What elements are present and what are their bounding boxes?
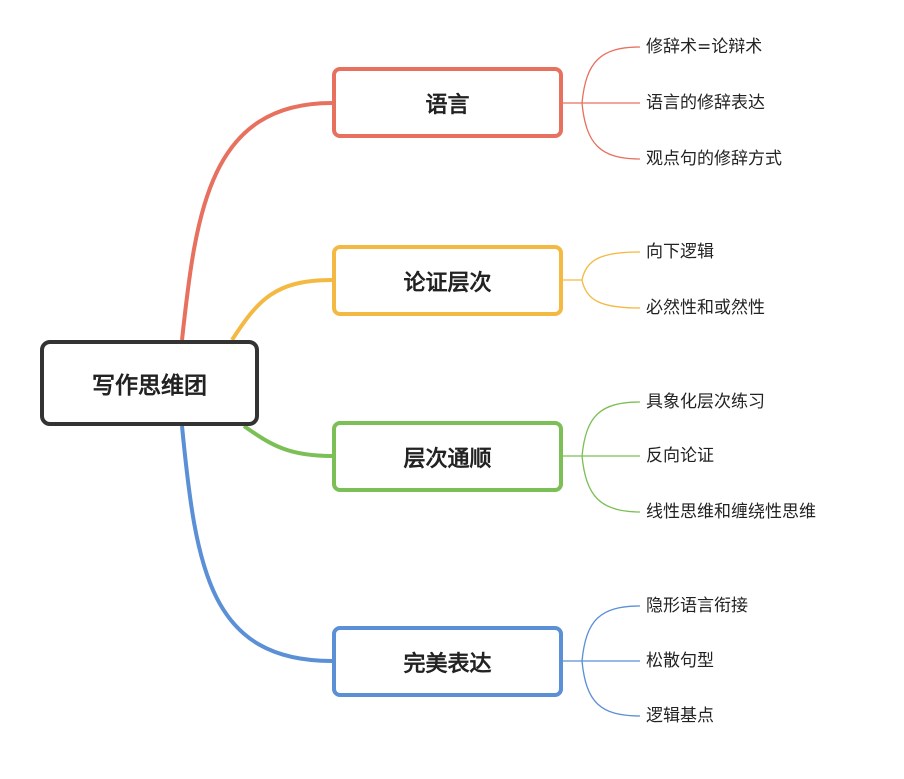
leaf-node[interactable]: 观点句的修辞方式 xyxy=(646,149,782,169)
leaf-node[interactable]: 具象化层次练习 xyxy=(646,392,765,412)
branch-leaf-connectors-4 xyxy=(563,605,641,717)
root-branch-connector-3 xyxy=(242,424,333,458)
branch-node-label: 层次通顺 xyxy=(403,446,492,472)
leaf-node[interactable]: 修辞术=论辩术 xyxy=(646,37,763,57)
branch-node-yuyan[interactable]: 语言 xyxy=(332,67,563,138)
branch-leaf-connectors-2 xyxy=(563,251,641,309)
leaf-node[interactable]: 语言的修辞表达 xyxy=(646,93,765,113)
branch-node-cengci-tongshun[interactable]: 层次通顺 xyxy=(332,421,563,492)
leaf-node[interactable]: 松散句型 xyxy=(646,651,714,671)
leaf-node[interactable]: 线性思维和缠绕性思维 xyxy=(646,502,816,522)
leaf-node[interactable]: 必然性和或然性 xyxy=(646,298,765,318)
branch-node-lunzheng-cengci[interactable]: 论证层次 xyxy=(332,245,563,316)
leaf-node[interactable]: 向下逻辑 xyxy=(646,242,714,262)
branch-node-wanmei-biaoda[interactable]: 完美表达 xyxy=(332,626,563,697)
root-node-label: 写作思维团 xyxy=(92,373,207,399)
branch-node-label: 语言 xyxy=(425,92,470,118)
branch-leaf-connectors-3 xyxy=(563,401,641,513)
root-branch-connector-4 xyxy=(180,425,333,663)
leaf-node[interactable]: 逻辑基点 xyxy=(646,706,714,726)
root-branch-connector-2 xyxy=(230,278,333,342)
leaf-node[interactable]: 隐形语言衔接 xyxy=(646,596,748,616)
leaf-node[interactable]: 反向论证 xyxy=(646,446,714,466)
root-branch-connector-1 xyxy=(180,101,333,341)
root-node[interactable]: 写作思维团 xyxy=(40,340,259,426)
branch-node-label: 论证层次 xyxy=(403,270,492,296)
branch-leaf-connectors-1 xyxy=(563,46,641,160)
branch-node-label: 完美表达 xyxy=(403,651,492,677)
